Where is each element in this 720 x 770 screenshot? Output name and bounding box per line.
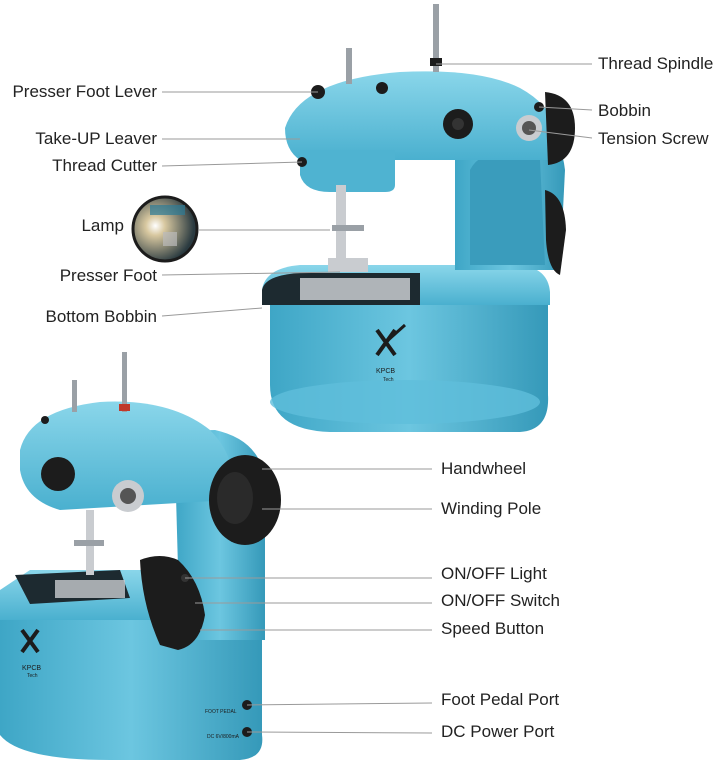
brand-name-side: KPCB — [22, 665, 41, 672]
label-bobbin: Bobbin — [598, 101, 651, 120]
label-take-up-leaver: Take-UP Leaver — [35, 129, 157, 148]
label-presser-foot: Presser Foot — [59, 266, 157, 285]
label-tension-screw: Tension Screw — [598, 129, 709, 148]
brand-sub-side: Tech — [27, 673, 38, 679]
label-bottom-bobbin: Bottom Bobbin — [45, 307, 157, 326]
brand-name-front: KPCB — [376, 368, 395, 375]
label-thread-spindle: Thread Spindle — [598, 54, 714, 73]
machine-side-view: FOOT PEDAL DC 6V/800mA KPCB Tech — [0, 352, 281, 760]
label-presser-foot-lever: Presser Foot Lever — [12, 82, 157, 101]
port-label-dc-power: DC 6V/800mA — [207, 734, 240, 740]
port-label-foot-pedal: FOOT PEDAL — [205, 709, 237, 715]
brand-sub-front: Tech — [383, 377, 394, 383]
label-dc-power-port: DC Power Port — [441, 722, 555, 741]
label-thread-cutter: Thread Cutter — [52, 156, 157, 175]
lamp-inset — [131, 195, 199, 263]
label-on-off-light: ON/OFF Light — [441, 564, 547, 583]
label-winding-pole: Winding Pole — [441, 499, 542, 518]
machine-front-view: KPCB Tech — [262, 4, 575, 432]
label-handwheel: Handwheel — [441, 459, 527, 478]
leader-lines — [161, 63, 593, 734]
label-speed-button: Speed Button — [441, 619, 545, 638]
label-on-off-switch: ON/OFF Switch — [441, 591, 561, 610]
label-foot-pedal-port: Foot Pedal Port — [441, 690, 560, 709]
label-lamp: Lamp — [81, 216, 124, 235]
brand-logo-side: KPCB Tech — [20, 628, 41, 679]
brand-logo-front: KPCB Tech — [375, 323, 407, 383]
